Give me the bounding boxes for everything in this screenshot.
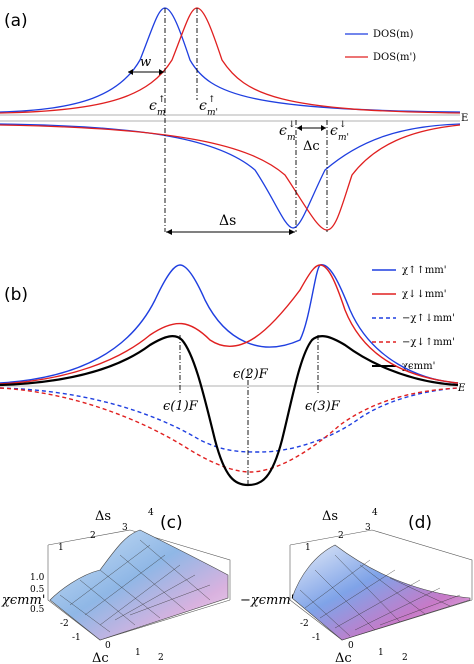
- panel-d-ds-tick-3: 3: [365, 523, 371, 533]
- panel-c-dc-tick-2: -1: [72, 633, 81, 643]
- eps-m-down-label: ϵ: [279, 123, 287, 139]
- eps-mp-down-sup: ↓: [339, 120, 347, 130]
- panel-d-dc-label: Δc: [335, 651, 352, 664]
- panel-c-z-label: χϵmm': [1, 593, 45, 608]
- eps-mp-up-label: ϵ: [199, 98, 207, 114]
- legend-b-ud: −χ↑↓mm': [402, 313, 455, 324]
- eps-mp-down-label: ϵ: [330, 123, 338, 139]
- legend-b-eps: χϵmm': [402, 361, 435, 372]
- panel-c-ds-tick-2: 2: [90, 531, 96, 541]
- panel-d-dc-tick-4: 1: [378, 648, 384, 658]
- panel-d-dc-tick-2: -1: [312, 633, 321, 643]
- panel-d-dc-tick-5: 2: [402, 653, 408, 663]
- panel-d-dc-tick-1: -2: [300, 619, 309, 629]
- eps2-label: ϵ(2)F: [233, 367, 269, 382]
- panel-c-ds-label: Δs: [95, 509, 111, 524]
- panel-b-fermi-label: E: [457, 383, 466, 394]
- eps1-label: ϵ(1)F: [163, 399, 199, 414]
- chi-eps-curve: [0, 335, 459, 487]
- panel-d-ds-tick-4: 4: [372, 508, 378, 518]
- panel-a-label: (a): [4, 11, 28, 31]
- legend-b-dd: χ↓↓mm': [402, 289, 447, 300]
- dos-m-up-curve: [0, 7, 461, 113]
- eps3-label: ϵ(3)F: [305, 399, 341, 414]
- panel-c-z-tick-3: 0.5: [30, 605, 45, 615]
- eps-m-up-sup: ↑: [158, 95, 166, 105]
- panel-c-dc-tick-5: 2: [158, 653, 164, 663]
- chi-dd-curve: [0, 264, 459, 385]
- legend-a-dos-mp: DOS(m'): [373, 52, 416, 63]
- panel-c-surface: [49, 529, 229, 641]
- w-label: w: [140, 55, 151, 70]
- eps-m-up-label: ϵ: [149, 98, 157, 114]
- panel-d-z-label: −χϵmm': [240, 593, 294, 608]
- legend-a-dos-m: DOS(m): [373, 29, 413, 40]
- dos-m-down-curve: [0, 123, 461, 229]
- panel-c-ds-tick-1: 1: [58, 543, 64, 553]
- panel-d-dc-tick-3: 0: [348, 641, 354, 651]
- eps-mp-up-sup: ↑: [208, 95, 216, 105]
- panel-c-dc-tick-3: 0: [105, 641, 111, 651]
- eps-mp-down-sub: m': [338, 133, 349, 143]
- panel-c-ds-tick-4: 4: [148, 508, 154, 518]
- panel-d-ds-tick-1: 1: [305, 543, 311, 553]
- panel-d-mesh: [299, 554, 461, 637]
- panel-d-label: (d): [408, 513, 432, 533]
- panel-c-dc-tick-1: -2: [60, 619, 69, 629]
- delta-c-label: Δc: [303, 139, 320, 154]
- panel-c-dc-label: Δc: [92, 651, 109, 664]
- chi-ud-curve: [0, 387, 459, 453]
- eps-m-down-sub: m: [287, 133, 296, 143]
- eps-m-down-sup: ↓: [288, 120, 296, 130]
- chi-uu-curve: [0, 264, 459, 384]
- legend-b-uu: χ↑↑mm': [402, 265, 447, 276]
- panel-c-ds-tick-3: 3: [122, 523, 128, 533]
- panel-c-dc-tick-4: 1: [135, 648, 141, 658]
- panel-d-ds-tick-2: 2: [338, 531, 344, 541]
- legend-b-du: −χ↓↑mm': [402, 337, 455, 348]
- dos-mp-up-curve: [0, 7, 461, 114]
- chi-du-curve: [0, 387, 459, 473]
- panel-d-ds-label: Δs: [322, 509, 338, 524]
- dos-mp-down-curve: [0, 124, 461, 231]
- panel-b-label: (b): [4, 285, 28, 305]
- eps-mp-up-sub: m': [207, 108, 218, 118]
- panel-c-z-tick-2: 0.5: [30, 585, 45, 595]
- panel-c-z-tick-1: 1.0: [30, 573, 45, 583]
- delta-s-label: Δs: [219, 213, 236, 229]
- panel-c-mesh: [59, 539, 211, 633]
- eps-m-up-sub: m: [157, 108, 166, 118]
- panel-a-fermi-label: E: [461, 113, 468, 124]
- panel-c-label: (c): [160, 513, 183, 533]
- panel-d-surface: [291, 544, 471, 641]
